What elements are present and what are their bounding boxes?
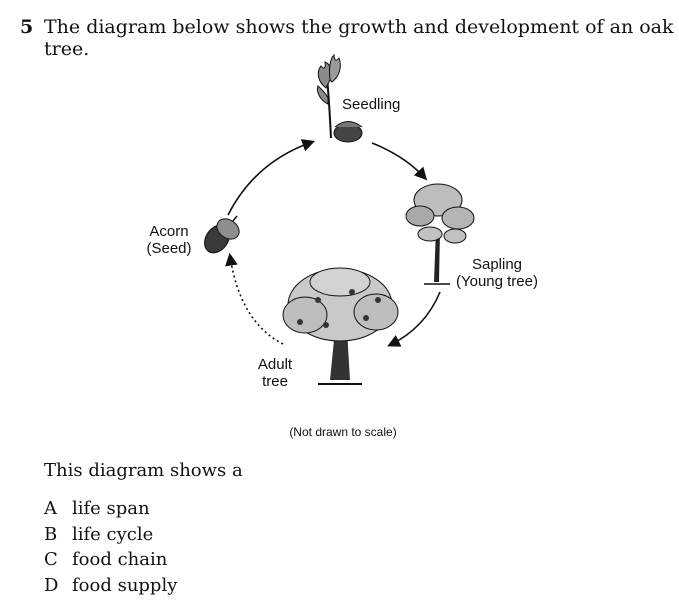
arrow-seedling-to-sapling — [371, 142, 428, 181]
choice-letter: B — [44, 523, 58, 545]
label-acorn: Acorn — [149, 223, 188, 240]
choice-d[interactable]: D food supply — [44, 575, 177, 601]
sapling-illustration — [405, 183, 475, 285]
choice-letter: C — [44, 549, 58, 570]
label-tree: tree — [262, 373, 288, 390]
choice-text: life cycle — [72, 523, 154, 545]
seedling-illustration — [317, 53, 363, 143]
choice-letter: A — [44, 498, 57, 519]
arrow-sapling-to-adult — [387, 291, 441, 347]
scale-note: (Not drawn to scale) — [289, 425, 396, 439]
arrow-acorn-to-seedling — [227, 139, 316, 216]
question-number: 5 — [20, 16, 34, 38]
question-text: The diagram below shows the growth and d… — [44, 16, 674, 60]
label-sapling: Sapling — [472, 256, 522, 273]
choice-text: life span — [72, 498, 150, 519]
adult-tree-illustration — [282, 267, 399, 385]
label-adult: Adult — [258, 356, 293, 373]
label-young-tree: (Young tree) — [456, 273, 538, 290]
question-prompt: This diagram shows a — [44, 460, 243, 481]
arrow-adult-to-acorn — [225, 252, 284, 345]
label-seedling: Seedling — [342, 96, 400, 113]
choice-c[interactable]: C food chain — [44, 549, 177, 575]
choice-text: food chain — [72, 549, 168, 570]
choice-letter: D — [44, 574, 59, 596]
label-acorn-seed: (Seed) — [146, 240, 191, 257]
acorn-illustration — [204, 215, 240, 254]
choice-b[interactable]: B life cycle — [44, 524, 177, 550]
choice-text: food supply — [72, 574, 178, 596]
choice-a[interactable]: A life span — [44, 498, 177, 524]
answer-choices: A life span B life cycle C food chain D … — [44, 498, 177, 600]
